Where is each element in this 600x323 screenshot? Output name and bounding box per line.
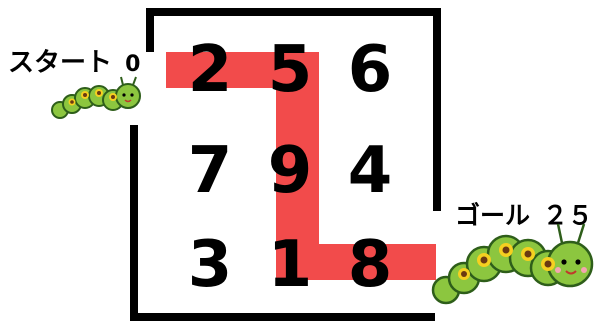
caterpillar-icon-start: [48, 74, 144, 124]
cell-r1-c1: 2: [170, 30, 250, 110]
maze-wall-top: [146, 8, 441, 16]
cell-r2-c2: 9: [250, 131, 330, 211]
cell-r3-c1: 3: [170, 225, 250, 305]
maze-wall-left: [130, 125, 138, 321]
maze-wall-bottom: [130, 313, 435, 321]
cell-r2-c3: 4: [330, 131, 410, 211]
cell-r2-c1: 7: [170, 131, 250, 211]
cell-r1-c3: 6: [330, 30, 410, 110]
caterpillar-icon-goal: [428, 218, 594, 314]
cell-r3-c3: 8: [330, 225, 410, 305]
maze-wall-top-left-stub: [146, 8, 154, 52]
maze-wall-right: [433, 8, 441, 211]
cell-r3-c2: 1: [250, 225, 330, 305]
cell-r1-c2: 5: [250, 30, 330, 110]
